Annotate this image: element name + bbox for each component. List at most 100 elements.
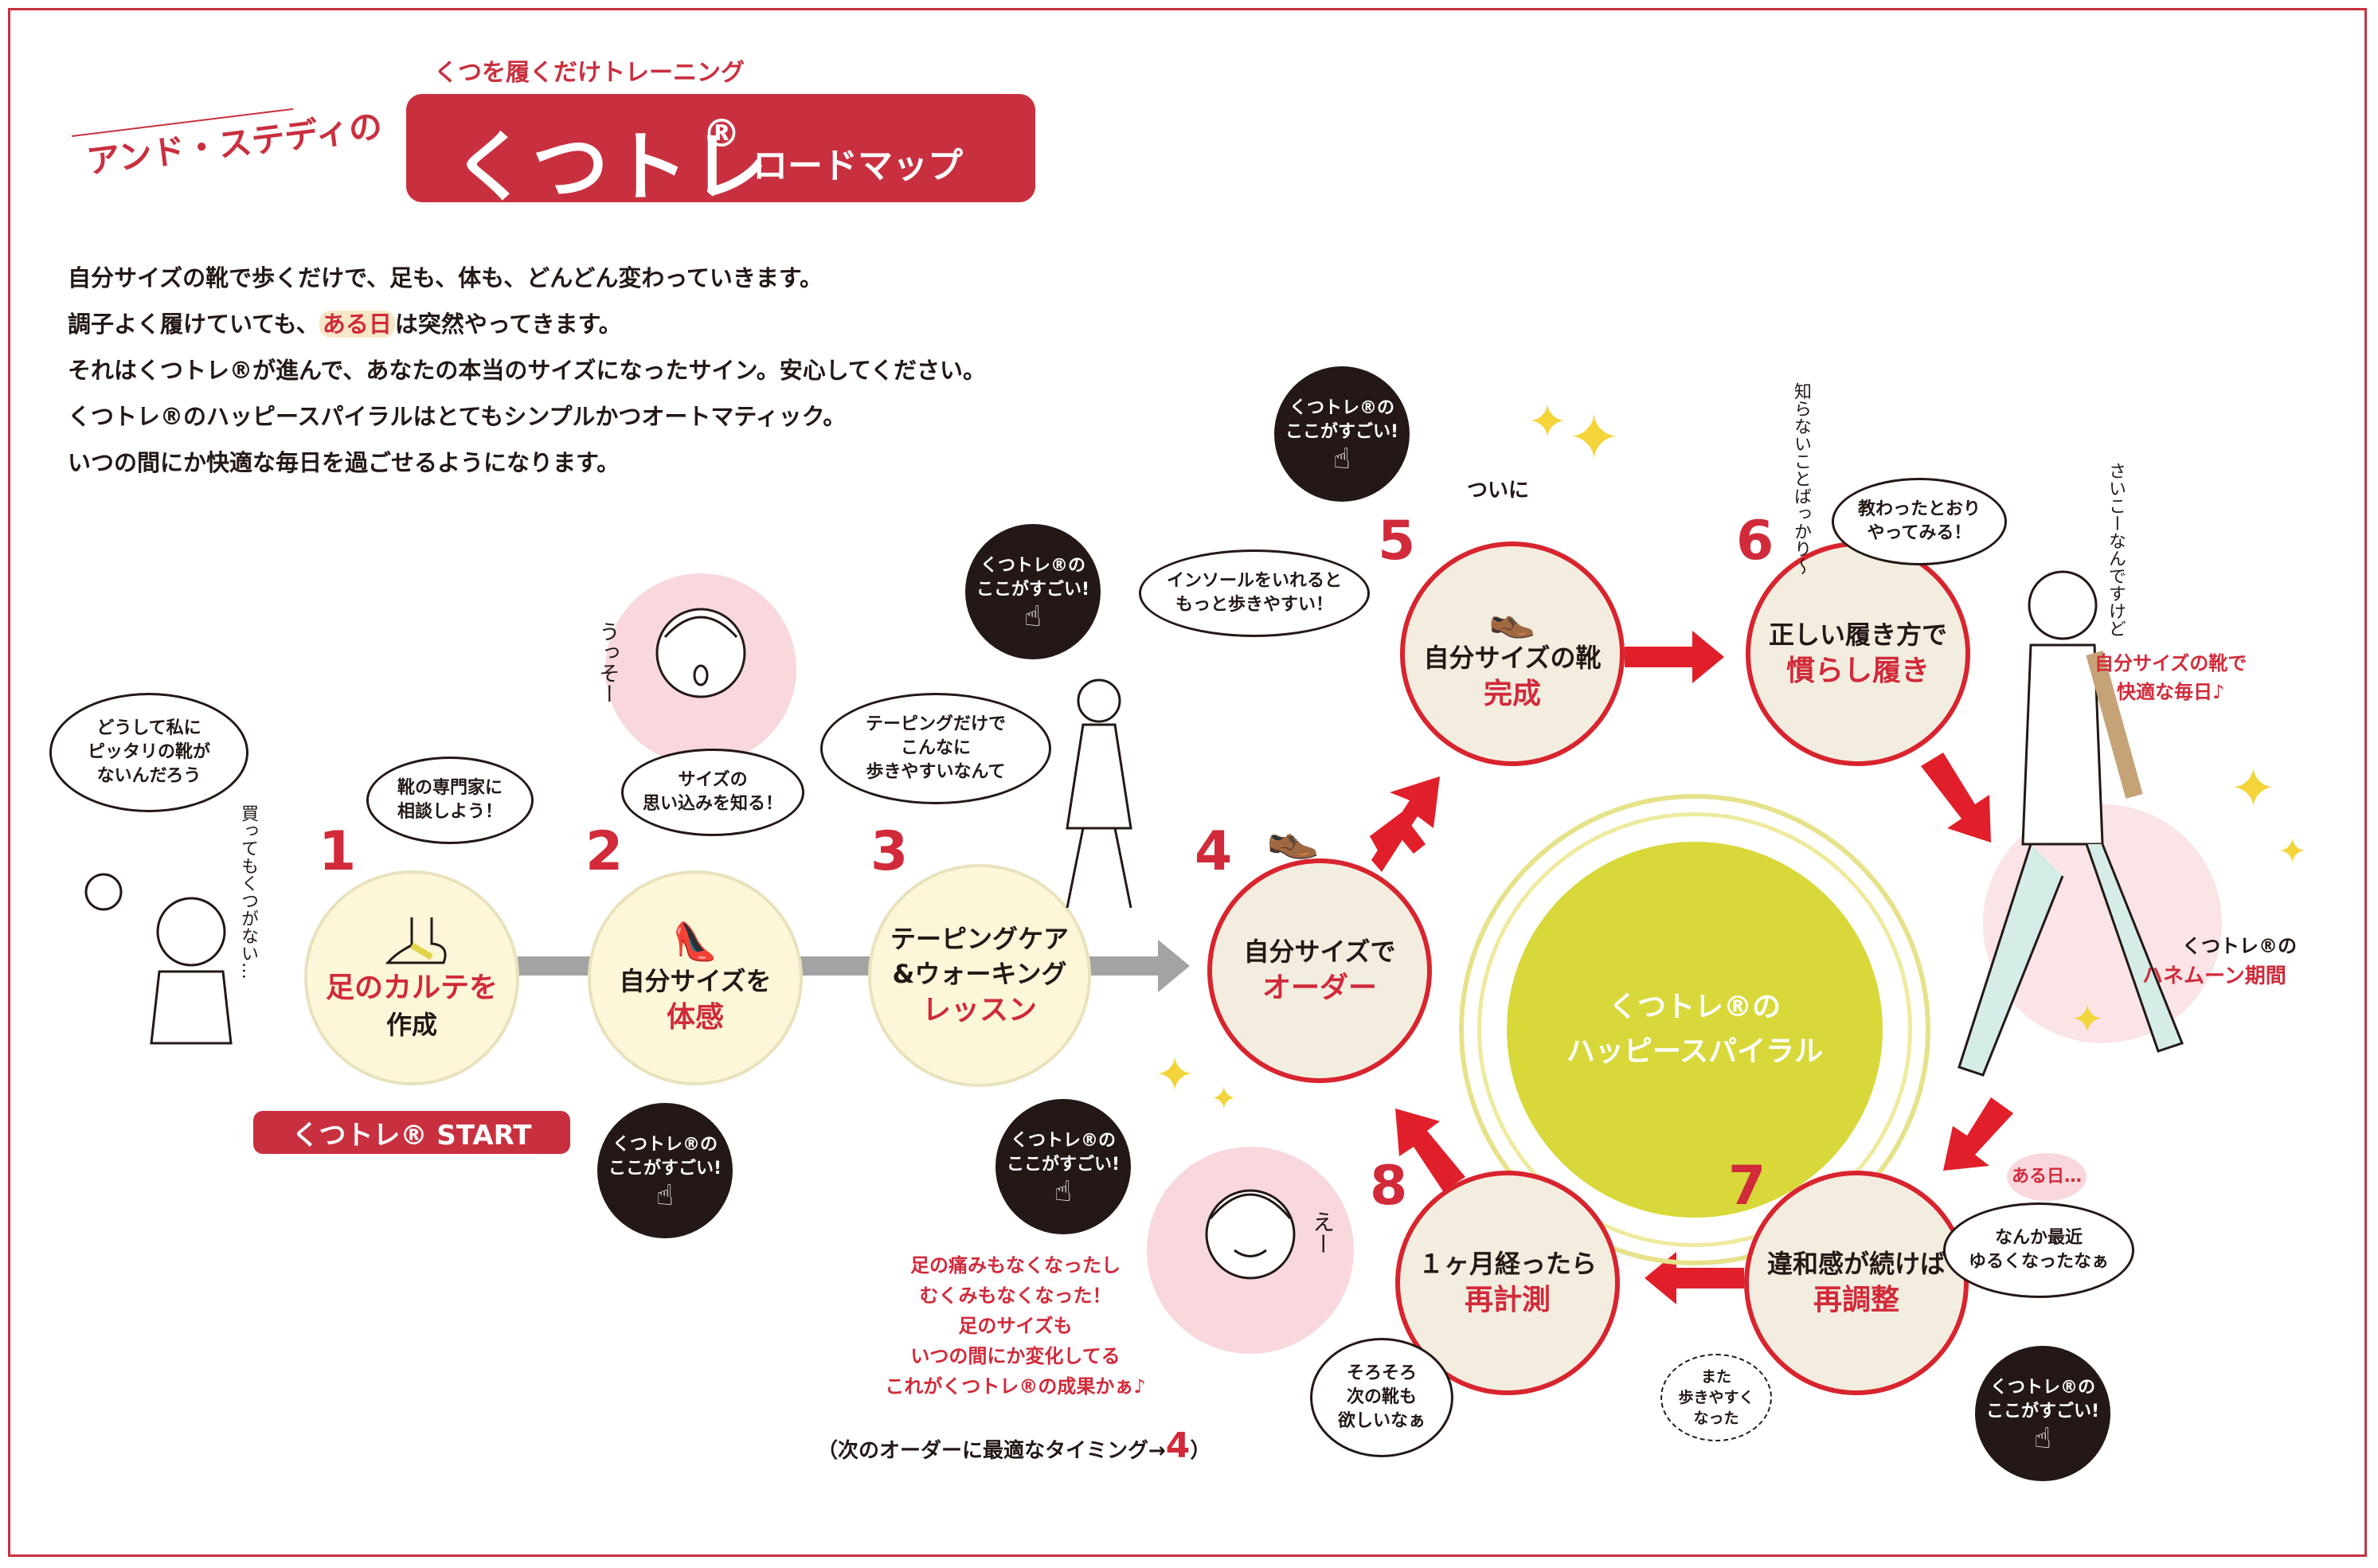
step-6-title: 正しい履き方で — [1768, 620, 1947, 650]
highlight-bubble: くつトレ®のここがすごい!☝ — [995, 1099, 1131, 1234]
note-honeymoon-a: くつトレ®の — [2182, 935, 2297, 957]
highlight-aruhi: ある日 — [319, 311, 395, 338]
highlight-bubble: くつトレ®のここがすごい!☝ — [1274, 366, 1410, 502]
pointing-hand-icon: ☝ — [1024, 600, 1042, 633]
step-1-sub: 作成 — [385, 1010, 437, 1040]
handwritten-note: えー — [1309, 1210, 1336, 1255]
tagline: くつを履くだけトレーニング — [434, 59, 745, 87]
step-1-title: 足のカルテを — [325, 972, 498, 1004]
intro-line-4: くつトレ®のハッピースパイラルはとてもシンプルかつオートマティック。 — [68, 403, 847, 430]
walking-woman-illustration — [1958, 570, 2184, 1077]
step-1-number: 1 — [319, 820, 357, 883]
arrow-5-6 — [1625, 631, 1724, 683]
handwritten-note: さいこーなんですけど — [2106, 462, 2126, 637]
center-line-1: くつトレ®の — [1608, 991, 1781, 1023]
step-4-circle: 自分サイズで オーダー — [1207, 858, 1432, 1083]
arrow-right-7 — [1943, 1097, 2013, 1171]
step-3-circle: テーピングケア &ウォーキング レッスン — [868, 864, 1091, 1087]
spiral-outer-ring — [1459, 794, 1930, 1265]
step-8-title: １ヶ月経ったら — [1418, 1249, 1597, 1279]
step-2-title: 自分サイズを — [619, 965, 772, 996]
intro-line-1: 自分サイズの靴で歩くだけで、足も、体も、どんどん変わっていきます。 — [68, 264, 823, 291]
note-honeymoon-b: ハネムーン期間 — [2142, 964, 2286, 988]
sparkle-icon: ✦ — [2230, 756, 2277, 821]
step-4-title: 自分サイズで — [1243, 936, 1396, 967]
step-7-number: 7 — [1728, 1155, 1766, 1218]
step-5-number: 5 — [1378, 510, 1416, 573]
step-3-line-3: レッスン — [921, 994, 1037, 1026]
intro-line-5: いつの間にか快適な毎日を過ごせるようになります。 — [68, 449, 620, 476]
connector-3-4 — [1078, 956, 1158, 976]
smiling-woman-illustration — [1205, 1189, 1296, 1280]
step-8-number: 8 — [1370, 1155, 1408, 1218]
step-7-circle: 違和感が続けば 再調整 — [1744, 1171, 1969, 1395]
bubble-easier: また 歩きやすく なった — [1660, 1354, 1772, 1441]
bubble-knowsize: サイズの 思い込みを知る！ — [621, 749, 804, 836]
step-3-line-2: &ウォーキング — [892, 959, 1067, 989]
shoe-icon: 👠 — [672, 919, 718, 963]
confused-person-illustration — [84, 873, 233, 1045]
bubble-want: そろそろ 次の靴も 欲しいなぁ — [1310, 1338, 1453, 1457]
shoe-icon: 👞 — [1488, 595, 1536, 640]
step-4-sub: オーダー — [1261, 972, 1377, 1004]
intro-line-2: 調子よく履けていても、ある日は突然やってきます。 — [68, 311, 622, 338]
step-5-title: 自分サイズの靴 — [1423, 642, 1602, 673]
start-badge: くつトレ® START — [253, 1111, 570, 1154]
pointing-hand-icon: ☝ — [1054, 1175, 1072, 1208]
bubble-taping: テーピングだけで こんなに 歩きやすいなんて — [820, 693, 1051, 804]
walking-girl-illustration — [1066, 678, 1132, 909]
sparkle-icon: ✦ — [1211, 1081, 1238, 1117]
sparkle-icon: ✦ — [1155, 1047, 1195, 1103]
handwritten-note: 買ってもくつがない… — [238, 804, 258, 980]
bubble-learned: 教わったとおり やってみる！ — [1832, 478, 2007, 565]
sparkle-icon: ✦ — [2278, 831, 2307, 872]
happy-spiral-center: くつトレ®の ハッピースパイラル — [1507, 842, 1883, 1218]
surprised-woman-illustration — [655, 608, 746, 698]
pointing-hand-icon: ☝ — [2034, 1422, 2051, 1455]
step-5-circle: 👞 自分サイズの靴 完成 — [1400, 542, 1625, 766]
arrow-8-4 — [1395, 1109, 1465, 1191]
step-7-sub: 再調整 — [1813, 1284, 1899, 1316]
bubble-consult: 靴の専門家に 相談しよう！ — [366, 757, 534, 844]
note-daily: 自分サイズの靴で 快適な毎日♪ — [2094, 652, 2247, 703]
pointing-hand-icon: ☝ — [656, 1179, 674, 1212]
note-finally: ついに — [1467, 479, 1530, 502]
bubble-insole: インソールをいれると もっと歩きやすい！ — [1139, 549, 1370, 637]
arrow-4-5-body — [1371, 776, 1440, 872]
step-2-circle: 👠 自分サイズを 体感 — [588, 870, 803, 1085]
step-5-sub: 完成 — [1483, 677, 1541, 710]
highlight-bubble: くつトレ®のここがすごい!☝ — [1975, 1346, 2110, 1481]
handwritten-note: 知らないことばっかり〜 — [1791, 382, 1811, 575]
note-result: 足の痛みもなくなったし むくみもなくなった！ 足のサイズも いつの間にか変化して… — [885, 1254, 1146, 1398]
center-line-2: ハッピースパイラル — [1566, 1035, 1824, 1068]
page-frame — [8, 8, 2367, 1557]
bubble-why: どうして私に ピッタリの靴が ないんだろう — [49, 693, 248, 812]
step-7-title: 違和感が続けば — [1766, 1249, 1946, 1279]
title-box — [406, 94, 1035, 202]
highlight-bubble: くつトレ®のここがすごい!☝ — [597, 1103, 733, 1238]
step-3-line-1: テーピングケア — [890, 924, 1069, 954]
highlight-bubble: くつトレ®のここがすごい!☝ — [965, 524, 1101, 659]
spiral-inner-ring — [1477, 812, 1912, 1247]
note-aruhi: ある日… — [2007, 1153, 2087, 1201]
sparkle-icon: ✦ — [1567, 401, 1621, 475]
shoe-icon: 👞 — [1266, 811, 1320, 861]
step-1-circle: 足のカルテを 作成 — [304, 870, 519, 1085]
arrowhead-gray — [1158, 940, 1190, 992]
pointing-hand-icon: ☝ — [1333, 443, 1351, 475]
page-title: くつトレ — [452, 123, 771, 212]
intro-text: 自分サイズの靴で歩くだけで、足も、体も、どんどん変わっていきます。 調子よく履け… — [68, 255, 986, 486]
intro-line-3: それはくつトレ®が進んで、あなたの本当のサイズになったサイン。安心してください。 — [68, 357, 987, 384]
registered-mark: ® — [702, 111, 741, 156]
bubble-loose: なんか最近 ゆるくなったなぁ — [1943, 1202, 2134, 1298]
arrow-6-right — [1921, 753, 1991, 843]
footnote: （次のオーダーに最適なタイミング→4） — [817, 1425, 1211, 1466]
step-8-sub: 再計測 — [1464, 1284, 1551, 1316]
step-4-number: 4 — [1195, 820, 1233, 883]
step-6-number: 6 — [1736, 510, 1774, 573]
handwritten-note: うっそー — [596, 621, 620, 704]
sparkle-icon: ✦ — [1527, 394, 1568, 450]
foot-illustration — [356, 913, 467, 969]
arrow-7-8 — [1645, 1252, 1744, 1304]
